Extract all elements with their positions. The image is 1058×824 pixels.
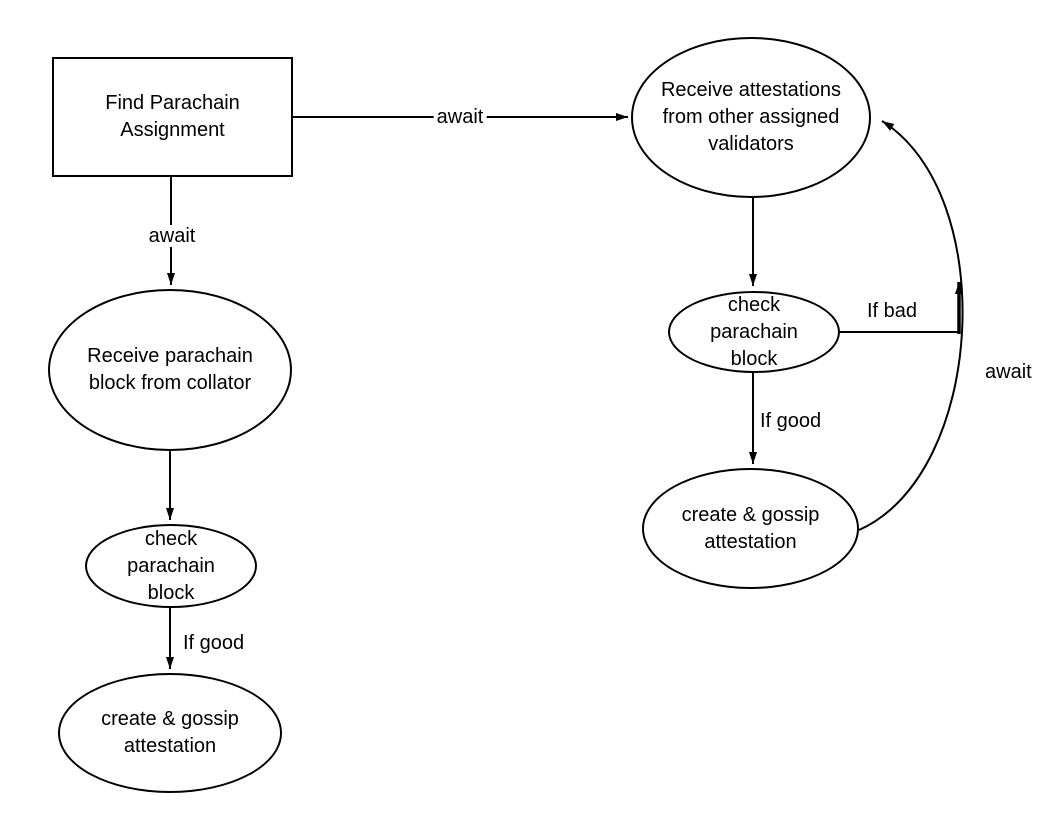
node-label-create-gossip-attestation-right: create & gossip attestation	[681, 503, 820, 553]
edge-label-if-bad: If bad	[866, 300, 918, 322]
node-check-parachain-block-left: check parachain block	[85, 524, 257, 608]
node-receive-attestations: Receive attestations from other assigned…	[631, 37, 871, 198]
node-label-check-parachain-block-left: check parachain block	[127, 527, 215, 604]
node-receive-parachain-block: Receive parachain block from collator	[48, 289, 292, 451]
node-label-receive-parachain-block: Receive parachain block from collator	[87, 345, 253, 394]
node-label-find-parachain-assignment: Find Parachain Assignment	[105, 92, 240, 141]
edge-label-if-good-left: If good	[180, 632, 248, 654]
edge-label-await-top: await	[433, 106, 487, 128]
node-label-receive-attestations: Receive attestations from other assigned…	[660, 79, 842, 155]
edge-create-right-to-attestations	[858, 120, 964, 531]
node-create-gossip-attestation-right: create & gossip attestation	[642, 468, 859, 589]
node-label-check-parachain-block-right: check parachain block	[710, 293, 798, 370]
node-create-gossip-attestation-left: create & gossip attestation	[58, 673, 282, 793]
node-check-parachain-block-right: check parachain block	[668, 291, 840, 373]
edge-label-await-right: await	[985, 361, 1032, 383]
node-label-create-gossip-attestation-left: create & gossip attestation	[101, 708, 239, 757]
edge-label-if-good-right: If good	[757, 410, 825, 432]
node-find-parachain-assignment: Find Parachain Assignment	[52, 57, 293, 177]
edge-label-await-left: await	[145, 225, 199, 247]
